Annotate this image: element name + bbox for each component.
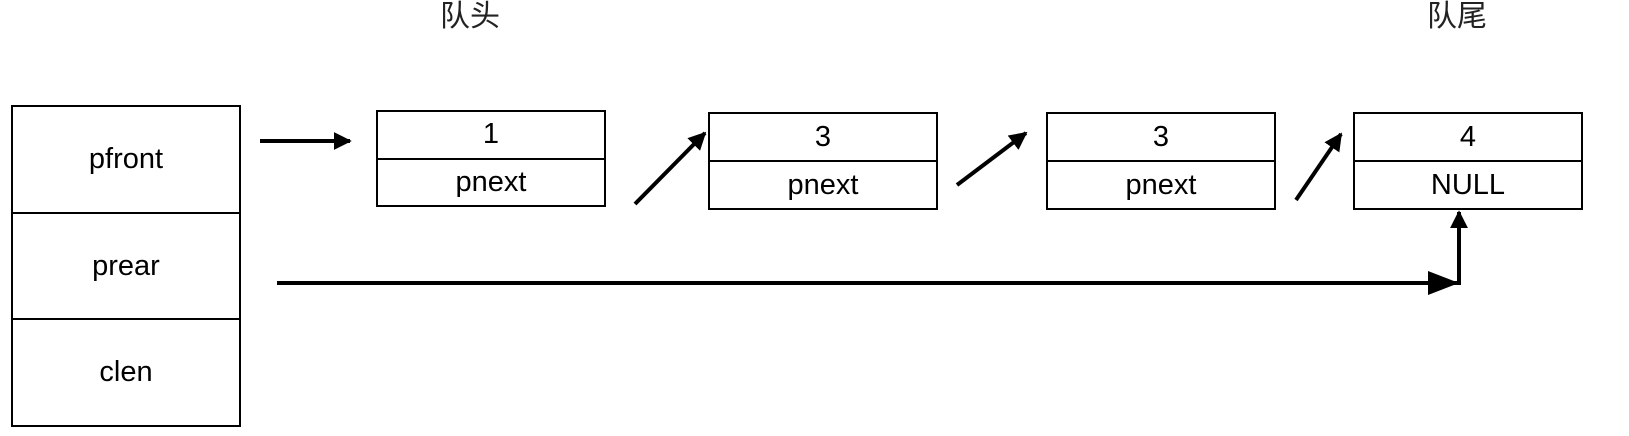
prear-arrow-mid-head: [1428, 271, 1459, 295]
queue-head-label: 队头: [440, 0, 500, 34]
node-next: pnext: [1048, 160, 1274, 208]
node-value: 1: [482, 118, 500, 151]
queue-struct: pfront prear clen: [11, 105, 241, 427]
node-value: 4: [1459, 120, 1477, 153]
prear-arrow-line: [277, 210, 1468, 285]
next-arrow-3: [1294, 132, 1343, 202]
node-next: pnext: [710, 160, 936, 208]
queue-node-3: 3 pnext: [1046, 112, 1276, 210]
queue-field-prear: prear: [13, 211, 239, 319]
queue-node-4: 4 NULL: [1353, 112, 1583, 210]
queue-node-1: 1 pnext: [376, 110, 606, 207]
node-next: NULL: [1355, 160, 1581, 208]
next-arrow-2: [955, 131, 1028, 187]
node-next: pnext: [378, 157, 604, 206]
queue-field-clen: clen: [13, 318, 239, 425]
node-value: 3: [1152, 120, 1170, 153]
queue-tail-label: 队尾: [1427, 0, 1487, 34]
queue-node-2: 3 pnext: [708, 112, 938, 210]
queue-field-pfront: pfront: [88, 142, 164, 175]
next-arrow-1: [633, 131, 707, 206]
node-value: 3: [814, 120, 832, 153]
